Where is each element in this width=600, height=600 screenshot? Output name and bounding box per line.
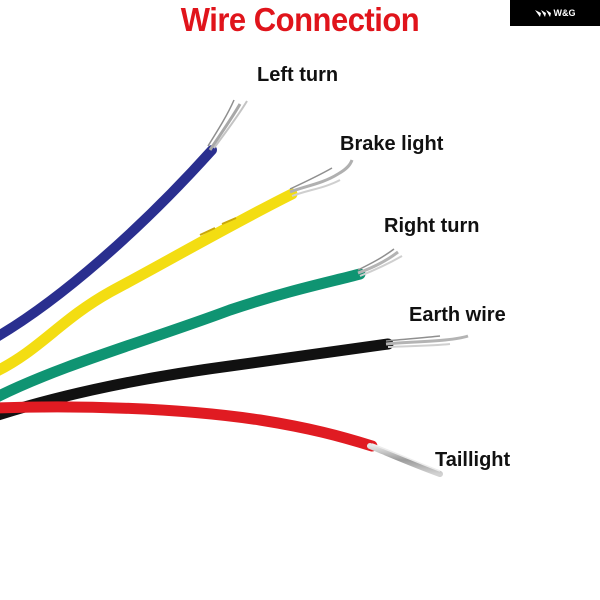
wire-black — [0, 334, 469, 421]
wire-blue — [0, 99, 248, 341]
wire-yellow — [0, 159, 354, 376]
label-taillight: Taillight — [435, 449, 511, 471]
logo-text: W&G — [553, 8, 576, 18]
brand-logo: W&G — [510, 0, 600, 26]
label-brake-light: Brake light — [340, 133, 444, 155]
wire-green-strands — [357, 248, 403, 277]
wire-green — [0, 248, 403, 402]
wire-red-strands — [367, 443, 443, 477]
label-left-turn: Left turn — [257, 64, 339, 86]
page-title: Wire Connection — [180, 0, 420, 39]
label-earth-wire: Earth wire — [409, 304, 506, 326]
wire-black-strands — [385, 334, 469, 348]
wings-icon — [534, 9, 551, 17]
label-right-turn: Right turn — [384, 215, 480, 237]
wire-red — [0, 401, 443, 477]
wire-blue-strands — [207, 99, 248, 151]
wire-yellow-strands — [289, 159, 354, 197]
